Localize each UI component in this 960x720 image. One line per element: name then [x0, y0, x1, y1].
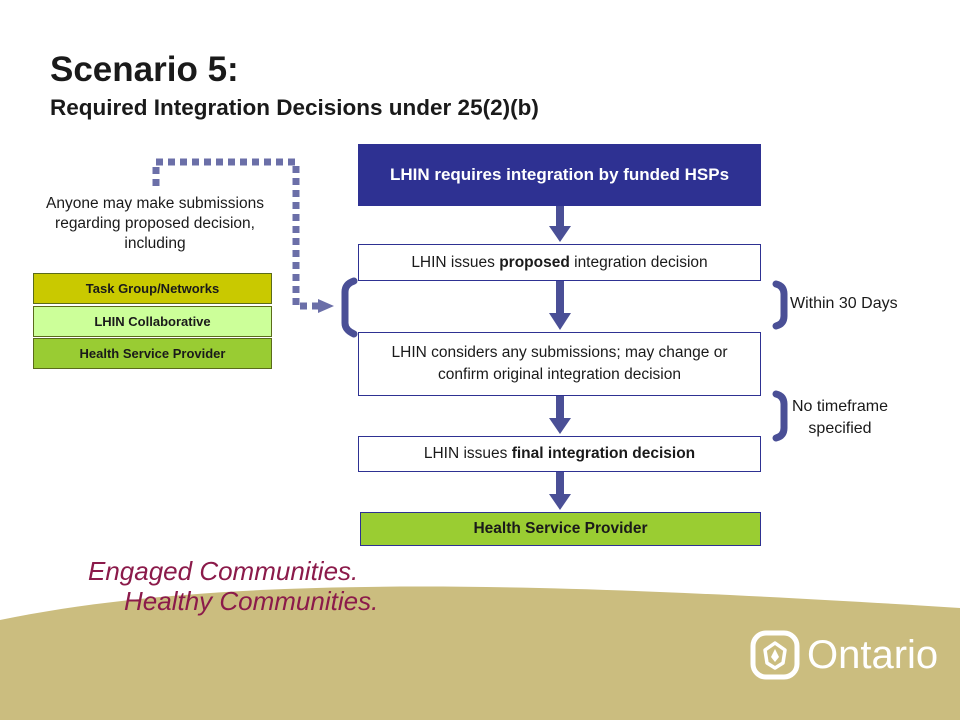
arrow-4: [549, 472, 571, 510]
flow-box-health-service-provider: Health Service Provider: [360, 512, 761, 546]
proposed-bold: proposed: [499, 253, 570, 271]
timeframe-none: No timeframe specified: [791, 398, 889, 437]
final-bold: final integration decision: [511, 445, 696, 462]
arrow-2: [549, 281, 571, 330]
flow-box-final-decision: LHIN issues final integration decision: [358, 436, 761, 472]
left-bracket: [341, 277, 358, 338]
page-title: Scenario 5:: [50, 50, 239, 89]
timeframe-within-30-days: Within 30 Days: [790, 295, 898, 312]
arrow-3: [549, 396, 571, 434]
bracket-no-timeframe: [772, 390, 788, 442]
final-pre: LHIN issues: [423, 445, 512, 462]
slogan-line-2: Healthy Communities.: [124, 586, 379, 616]
submissions-note: Anyone may make submissions regarding pr…: [46, 195, 264, 252]
slogan-line-1: Engaged Communities.: [88, 556, 359, 586]
bracket-within-30-days: [772, 280, 788, 330]
page-subtitle: Required Integration Decisions under 25(…: [50, 95, 539, 120]
arrow-1: [549, 206, 571, 242]
trillium-logo-icon: [750, 630, 800, 680]
legend-task-group: Task Group/Networks: [33, 273, 272, 304]
dotted-connector-arrowhead: [318, 299, 334, 313]
proposed-post: integration decision: [569, 253, 708, 271]
flow-box-requires-integration: LHIN requires integration by funded HSPs: [358, 144, 761, 206]
dotted-connector: [152, 158, 320, 310]
flow-box-proposed-decision: LHIN issues proposed integration decisio…: [358, 244, 761, 281]
legend-health-service-provider: Health Service Provider: [33, 338, 272, 369]
flow-box-considers-submissions: LHIN considers any submissions; may chan…: [358, 332, 761, 396]
ontario-wordmark: Ontario: [807, 633, 939, 677]
legend-lhin-collaborative: LHIN Collaborative: [33, 306, 272, 337]
proposed-pre: LHIN issues: [411, 253, 500, 271]
footer-curve: [0, 586, 960, 720]
